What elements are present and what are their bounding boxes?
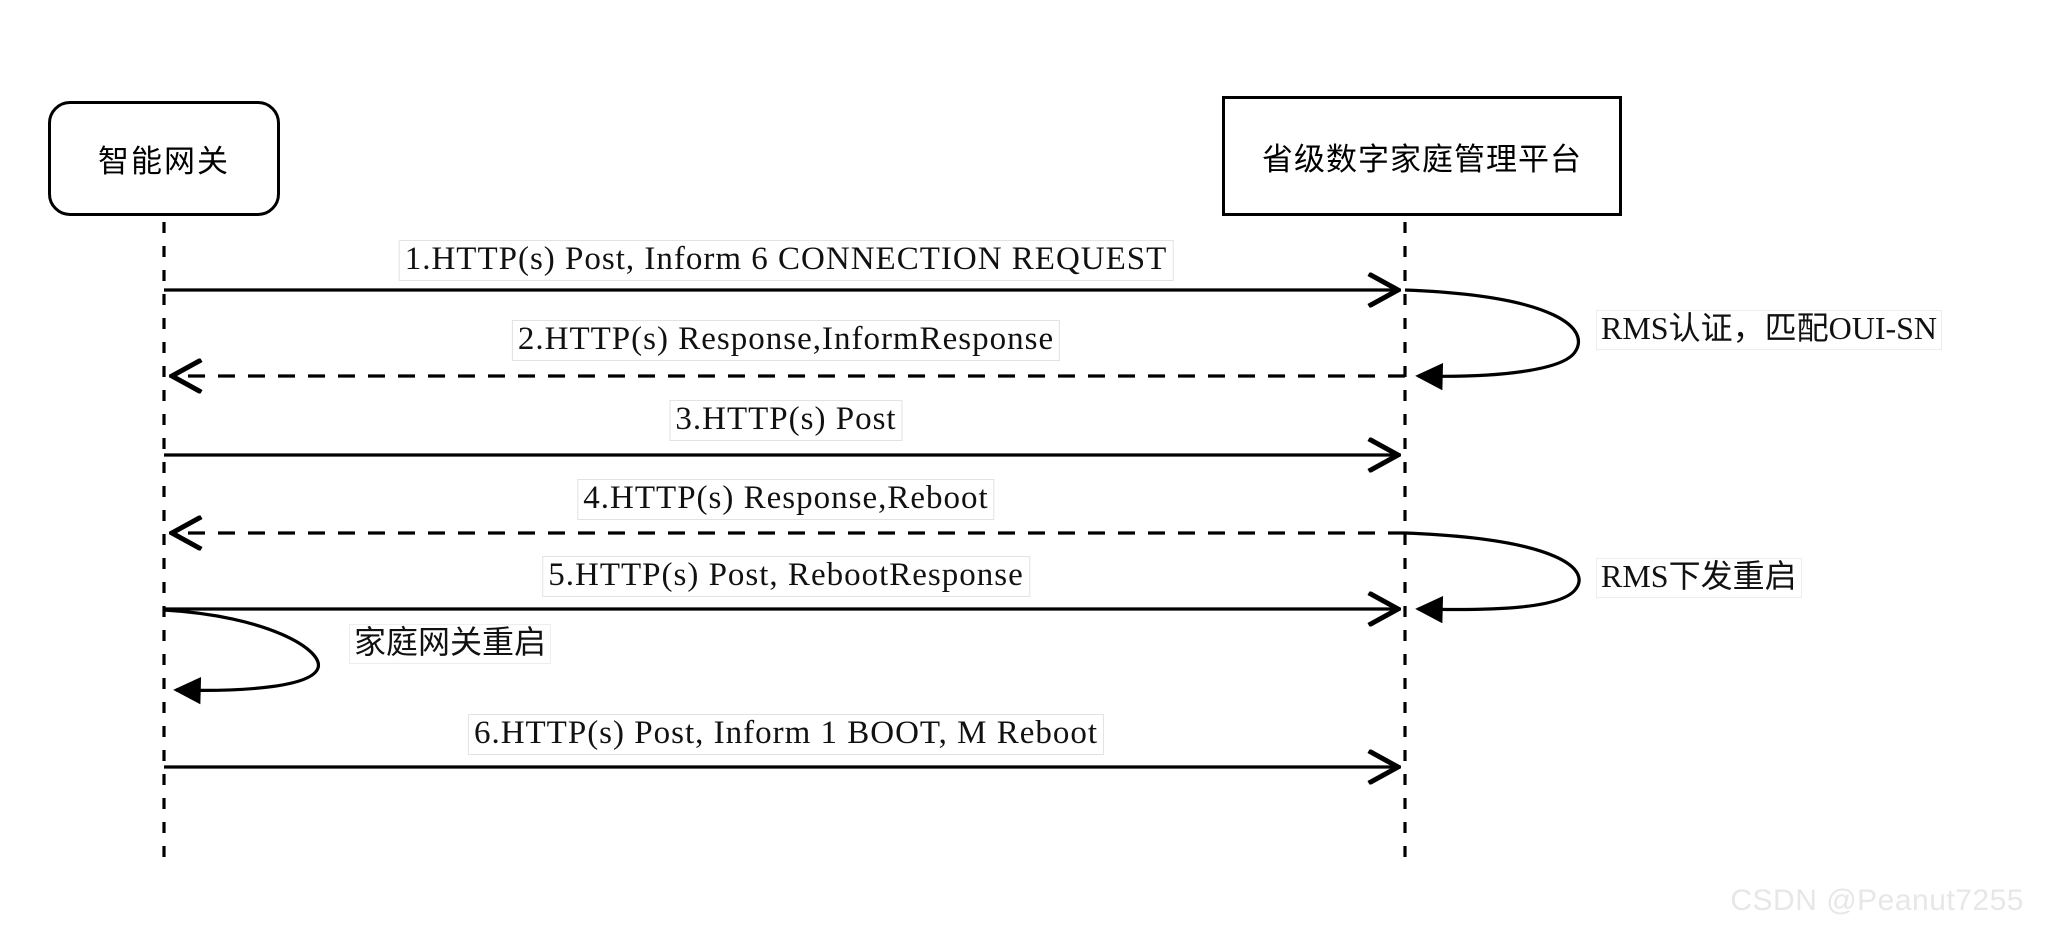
- self-loop-platform-reboot: [1404, 531, 1581, 624]
- message-label-2: 2.HTTP(s) Response,InformResponse: [511, 320, 1061, 361]
- message-label-5: 5.HTTP(s) Post, RebootResponse: [542, 556, 1030, 597]
- actor-box-platform[interactable]: 省级数字家庭管理平台: [1222, 96, 1622, 216]
- watermark: CSDN @Peanut7255: [1730, 884, 2024, 917]
- message-label-3: 3.HTTP(s) Post: [669, 400, 903, 441]
- self-loop-platform-auth: [1404, 288, 1580, 391]
- message-label-1: 1.HTTP(s) Post, Inform 6 CONNECTION REQU…: [398, 240, 1174, 281]
- actor-box-gateway[interactable]: 智能网关: [48, 101, 280, 216]
- note-rms-reboot: RMS下发重启: [1596, 558, 1802, 598]
- self-loop-gateway-reboot: [163, 608, 320, 705]
- message-label-4: 4.HTTP(s) Response,Reboot: [577, 479, 995, 520]
- note-rms-auth: RMS认证，匹配OUI-SN: [1596, 310, 1943, 350]
- message-label-6: 6.HTTP(s) Post, Inform 1 BOOT, M Reboot: [467, 714, 1105, 755]
- note-gateway-reboot: 家庭网关重启: [349, 624, 552, 664]
